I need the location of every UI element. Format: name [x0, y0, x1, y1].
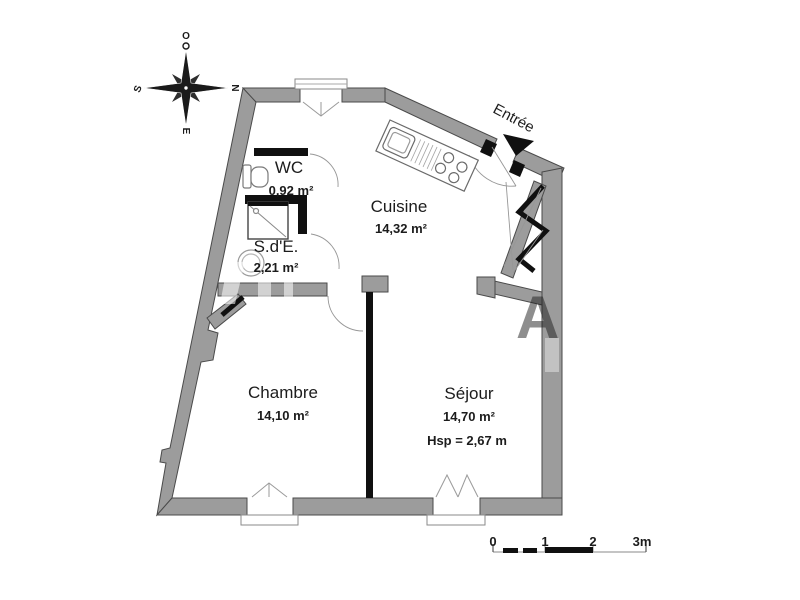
wall-hall-slant — [500, 180, 547, 279]
scale-label-3m: 3m — [633, 534, 652, 549]
compass-north-ring — [182, 42, 190, 50]
sejour-area: 14,70 m² — [443, 409, 496, 424]
watermark-letter: A — [516, 284, 559, 351]
sejour-label: Séjour — [444, 384, 493, 403]
compass-letter-top: O — [182, 31, 190, 42]
kitchen-sink-bowl — [387, 131, 411, 154]
chambre-label: Chambre — [248, 383, 318, 402]
compass-rose: O N S E — [132, 31, 240, 135]
scale-bar-dash-1 — [503, 548, 518, 553]
wall-hall-bottom-step — [476, 276, 496, 299]
wc-door-arc — [309, 153, 339, 188]
window-sejour-opening-1 — [435, 473, 459, 498]
wall-stub-partition-top — [361, 275, 389, 293]
compass-letter-bottom: E — [180, 128, 191, 135]
room-labels: WC 0,92 m² Cuisine 14,32 m² S.d'E. 2,21 … — [248, 158, 507, 448]
wall-divider-cuisine — [217, 282, 328, 297]
window-sejour-opening-2 — [457, 473, 479, 498]
wall-chambre-sejour-partition — [366, 292, 373, 498]
scale-label-2: 2 — [589, 534, 596, 549]
chambre-door-leaf — [220, 295, 245, 317]
interior-partitions — [245, 139, 525, 498]
wall-bottom-mid — [292, 497, 434, 516]
cuisine-door-arc — [327, 295, 364, 332]
watermark: A — [220, 262, 559, 372]
sde-area: 2,21 m² — [254, 260, 299, 275]
sde-door-arc — [310, 233, 340, 270]
entry-door-leaf — [491, 146, 517, 187]
wall-top-left — [241, 87, 301, 103]
entry-arrow-icon — [503, 134, 534, 156]
wall-top-mid — [341, 87, 386, 103]
closet-diagonal-2 — [503, 187, 542, 267]
entry-door-jamb — [480, 139, 497, 157]
shower-drain — [252, 207, 260, 215]
wall-sde-right — [298, 202, 307, 234]
sde-label: S.d'E. — [254, 237, 299, 256]
wall-wc-sde-divider — [245, 195, 307, 204]
wall-bottom-left — [155, 497, 248, 516]
sink-drainer-lines — [410, 139, 442, 171]
compass-letter-right: N — [229, 84, 240, 91]
closet-diagonal-3 — [512, 229, 544, 274]
window-sejour-frame — [426, 514, 486, 526]
stove-burners — [434, 152, 468, 184]
fixtures — [237, 119, 480, 277]
wall-wc-top — [254, 148, 308, 156]
outer-walls — [155, 86, 565, 517]
window-chambre-frame — [240, 514, 299, 526]
entry-label: Entrée — [490, 101, 537, 137]
toilet-bowl — [250, 166, 269, 188]
closet-diagonal-1 — [505, 181, 514, 271]
closet-folding-door — [515, 184, 550, 273]
entry-door-jamb-2 — [509, 160, 525, 177]
kitchen-counter — [375, 119, 480, 192]
compass-letter-left: S — [132, 84, 145, 94]
wc-area: 0,92 m² — [269, 183, 314, 198]
wall-bottom-right — [479, 497, 563, 516]
entry-annotation: Entrée — [490, 101, 537, 156]
scale-bar: 0 1 2 3m — [489, 534, 651, 553]
cuisine-area: 14,32 m² — [375, 221, 428, 236]
scale-label-1: 1 — [541, 534, 548, 549]
scale-bar-dash-2 — [523, 548, 537, 553]
scale-label-0: 0 — [489, 534, 496, 549]
scale-bar-solid-segment — [545, 547, 593, 553]
toilet-tank — [242, 164, 252, 189]
cuisine-label: Cuisine — [371, 197, 428, 216]
thin-lines — [309, 146, 544, 332]
compass-hub — [183, 85, 189, 91]
chambre-area: 14,10 m² — [257, 408, 310, 423]
sejour-height-note: Hsp = 2,67 m — [427, 433, 507, 448]
windows — [240, 78, 486, 526]
wc-label: WC — [275, 158, 303, 177]
